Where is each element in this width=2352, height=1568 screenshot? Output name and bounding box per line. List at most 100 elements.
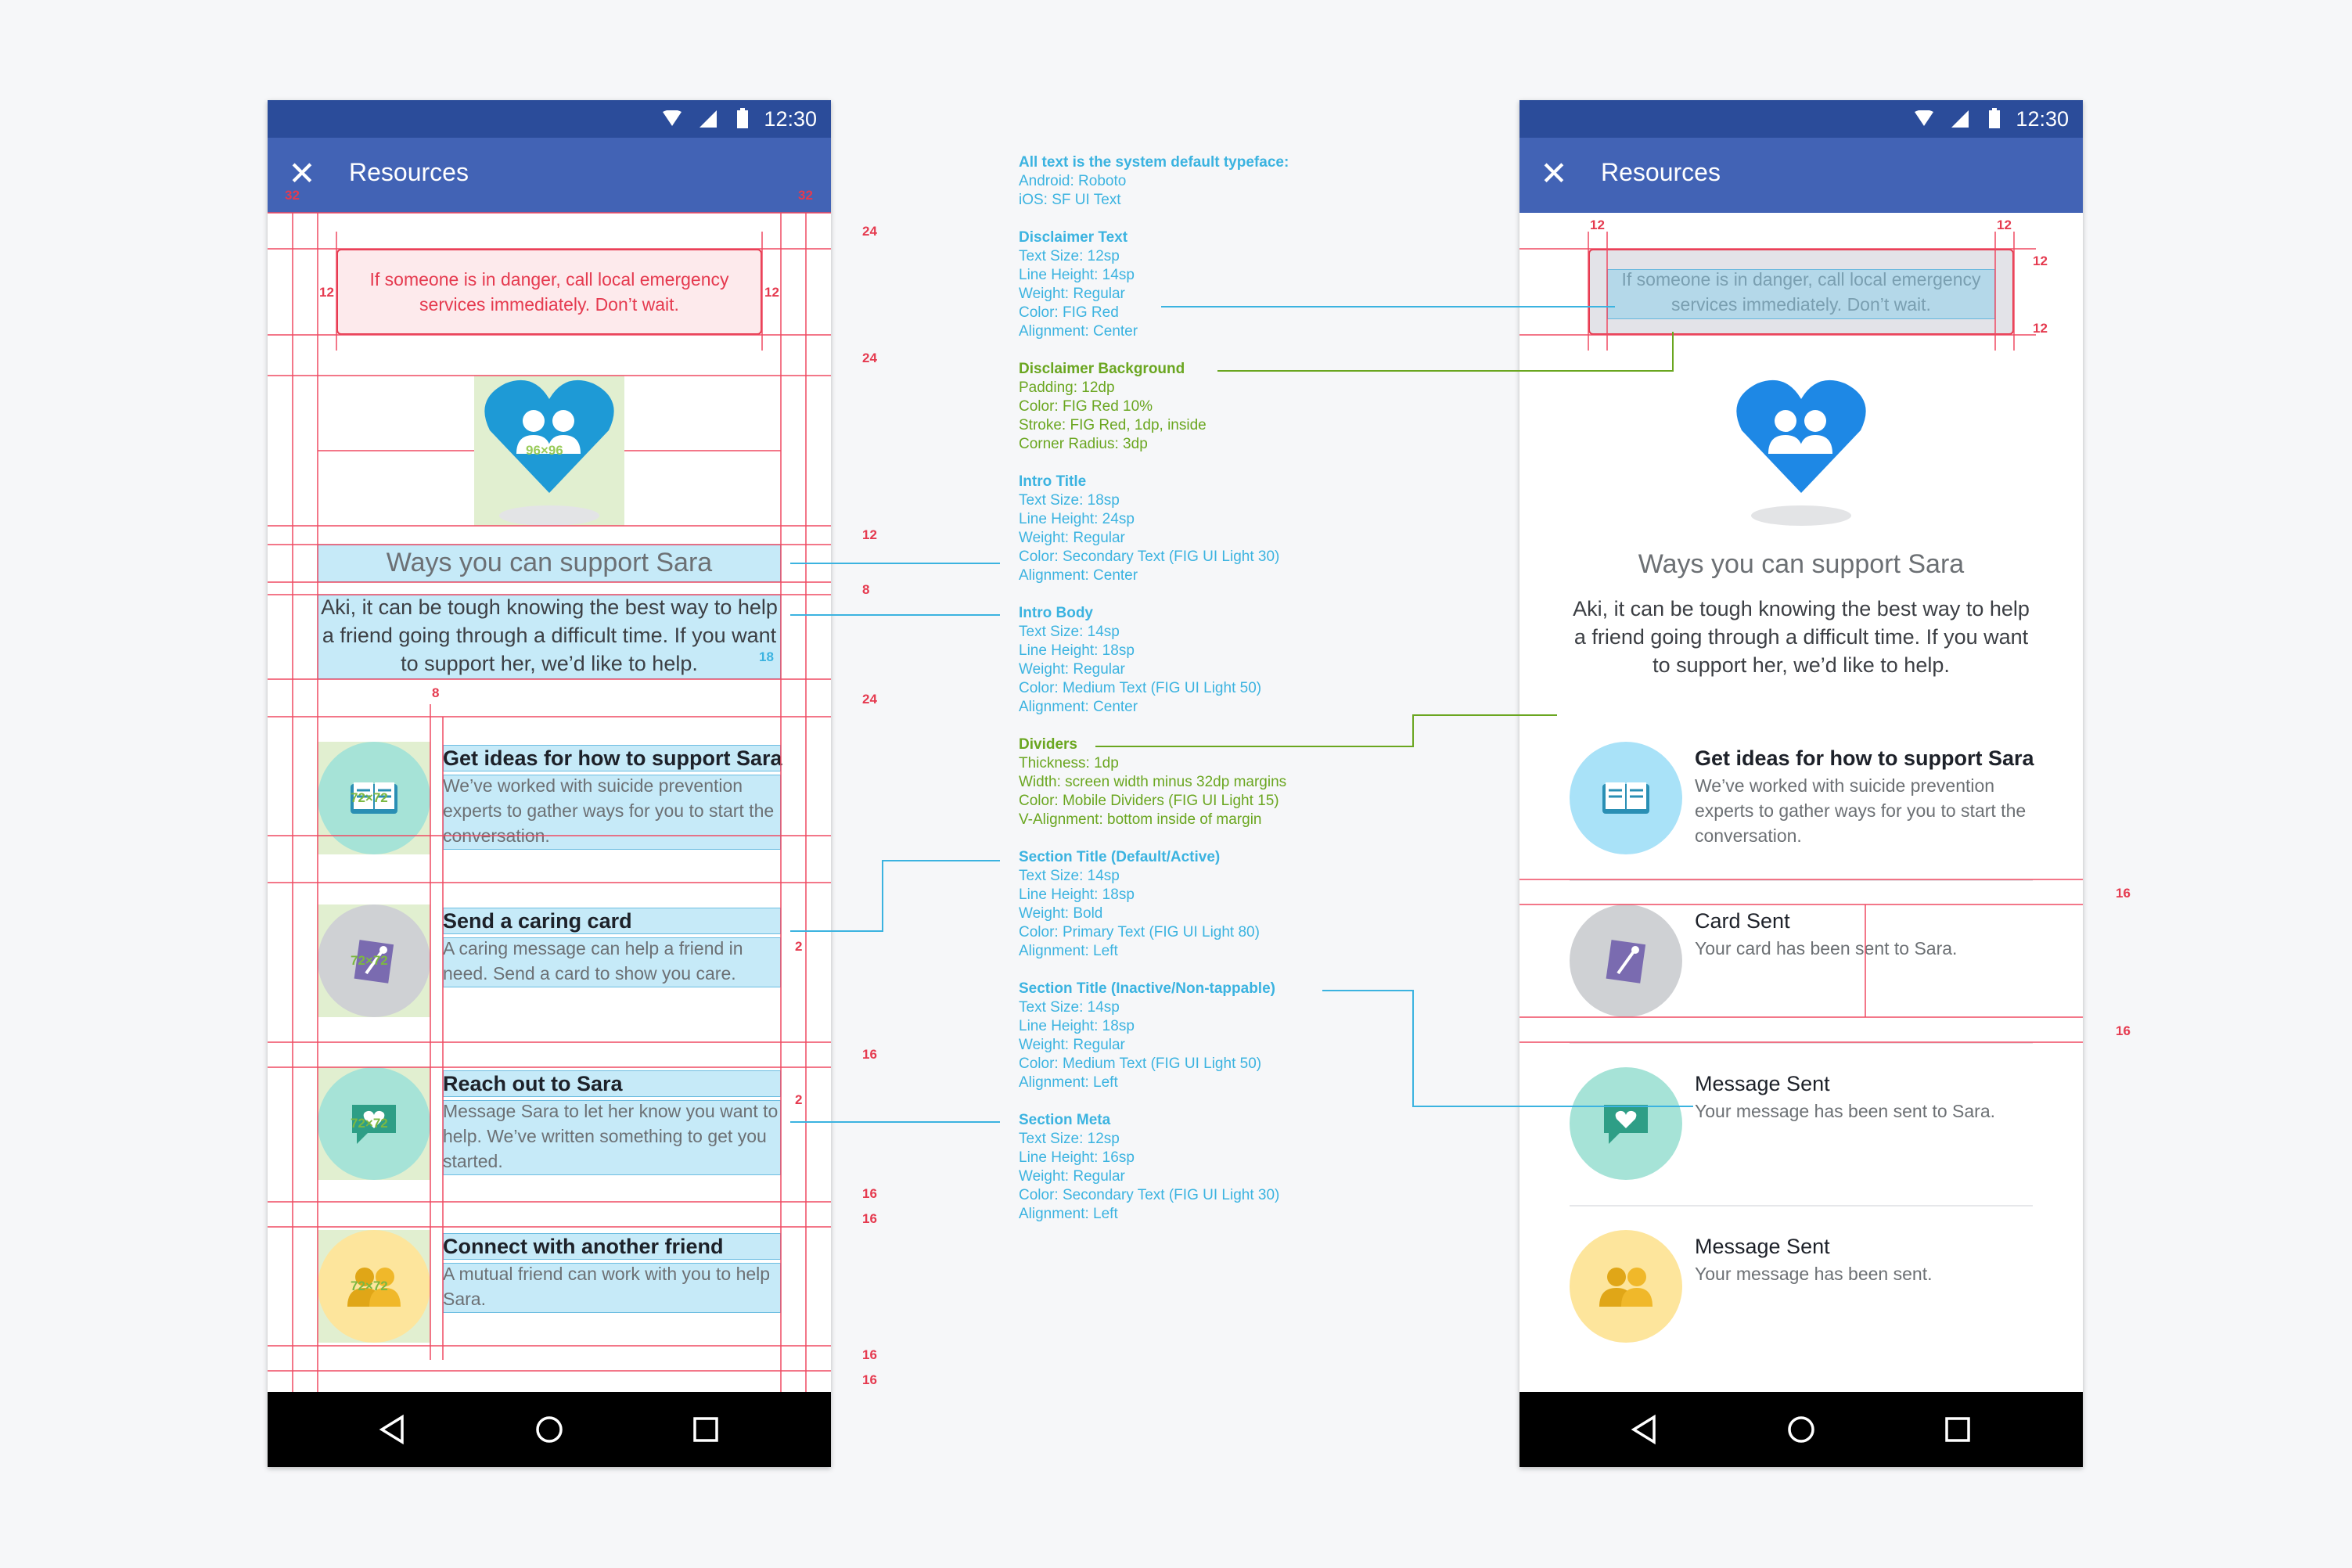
spec-title: Dividers bbox=[1019, 736, 1077, 753]
spec-title: Section Title (Default/Active) bbox=[1019, 849, 1221, 865]
spec-line: Color: Secondary Text (FIG UI Light 30) bbox=[1019, 1187, 1280, 1203]
wifi-icon bbox=[1915, 110, 1933, 126]
spacing-label: 12 bbox=[2033, 321, 2048, 336]
spec-line: Weight: Regular bbox=[1019, 530, 1125, 546]
spec-line: Text Size: 14sp bbox=[1019, 999, 1120, 1016]
spec-annotation: Section Title (Default/Active) Text Size:… bbox=[1019, 848, 1347, 961]
section-meta: Your message has been sent. bbox=[1695, 1264, 1933, 1284]
heart-people-icon bbox=[1736, 379, 1866, 493]
section-meta: Message Sara to let her know you want to… bbox=[443, 1101, 779, 1171]
spec-title: All text is the system default typeface: bbox=[1019, 154, 1289, 171]
battery-icon bbox=[1989, 108, 2000, 128]
close-icon[interactable]: ✕ bbox=[288, 155, 316, 192]
back-icon[interactable] bbox=[1629, 1414, 1660, 1445]
spec-line: Alignment: Left bbox=[1019, 1206, 1118, 1222]
intro-title: Ways you can support Sara bbox=[386, 548, 713, 577]
book-icon bbox=[1570, 742, 1682, 854]
spec-line: Color: Secondary Text (FIG UI Light 30) bbox=[1019, 548, 1280, 565]
spacing-label: 12 bbox=[2033, 254, 2048, 268]
card-icon bbox=[1570, 904, 1682, 1017]
recents-icon[interactable] bbox=[690, 1414, 721, 1445]
section-meta: We’ve worked with suicide prevention exp… bbox=[443, 775, 775, 846]
spec-line: Weight: Regular bbox=[1019, 661, 1125, 678]
spec-annotation: All text is the system default typeface:… bbox=[1019, 153, 1347, 210]
battery-icon bbox=[737, 108, 748, 128]
section-title: Send a caring card bbox=[443, 909, 632, 933]
people-icon bbox=[1570, 1230, 1682, 1343]
spec-line: V-Alignment: bottom inside of margin bbox=[1019, 811, 1262, 828]
spacing-label: 12 bbox=[862, 527, 877, 542]
icon-size-label: 72×72 bbox=[351, 953, 388, 968]
section-title-highlight bbox=[443, 745, 781, 771]
section-title: Connect with another friend bbox=[443, 1235, 724, 1258]
spacing-label: 16 bbox=[862, 1211, 877, 1226]
home-icon[interactable] bbox=[1786, 1414, 1817, 1445]
spec-line: Alignment: Center bbox=[1019, 323, 1138, 340]
line-height-label: 18 bbox=[759, 649, 774, 664]
spec-line: Width: screen width minus 32dp margins bbox=[1019, 774, 1287, 790]
section-title: Card Sent bbox=[1695, 909, 1790, 933]
section-meta: Your card has been sent to Sara. bbox=[1695, 938, 1958, 958]
status-time: 12:30 bbox=[764, 107, 817, 131]
app-bar: ✕ Resources bbox=[1519, 138, 2083, 213]
spec-line: Line Height: 18sp bbox=[1019, 642, 1135, 659]
padding-label: 12 bbox=[764, 285, 779, 300]
recents-icon[interactable] bbox=[1942, 1414, 1973, 1445]
back-icon[interactable] bbox=[377, 1414, 408, 1445]
disclaimer-text-highlight bbox=[1607, 269, 1995, 319]
spec-line: Weight: Bold bbox=[1019, 905, 1103, 922]
spec-title: Section Meta bbox=[1019, 1112, 1111, 1128]
section-title-highlight bbox=[443, 1233, 781, 1260]
section-meta: Your message has been sent to Sara. bbox=[1695, 1101, 1996, 1121]
divider bbox=[1570, 1042, 2033, 1044]
spacing-label: 24 bbox=[862, 351, 877, 365]
intro-title-highlight bbox=[318, 545, 781, 582]
signal-icon bbox=[1951, 110, 1969, 128]
book-circle bbox=[1570, 742, 1682, 854]
section-meta-highlight bbox=[443, 1100, 781, 1175]
spec-title: Intro Body bbox=[1019, 605, 1093, 621]
divider bbox=[1570, 879, 2033, 881]
signal-icon bbox=[699, 110, 717, 128]
spec-line: Color: FIG Red bbox=[1019, 304, 1119, 321]
spec-line: Alignment: Left bbox=[1019, 1074, 1118, 1091]
spec-line: Corner Radius: 3dp bbox=[1019, 436, 1148, 452]
spec-line: Android: Roboto bbox=[1019, 173, 1127, 189]
section-title: Message Sent bbox=[1695, 1235, 1830, 1258]
spec-title: Disclaimer Text bbox=[1019, 229, 1128, 246]
margin-label: 32 bbox=[285, 188, 300, 203]
spacing-label: 16 bbox=[862, 1372, 877, 1387]
section-meta: A caring message can help a friend in ne… bbox=[443, 938, 743, 984]
section-title: Get ideas for how to support Sara bbox=[443, 746, 782, 770]
card-circle bbox=[1570, 904, 1682, 1017]
close-icon[interactable]: ✕ bbox=[1540, 155, 1568, 192]
spec-line: Alignment: Center bbox=[1019, 567, 1138, 584]
spec-line: Alignment: Left bbox=[1019, 943, 1118, 959]
intro-title: Ways you can support Sara bbox=[1638, 549, 1965, 579]
padding-label: 12 bbox=[1590, 218, 1605, 232]
spec-line: Weight: Regular bbox=[1019, 286, 1125, 302]
spec-line: Weight: Regular bbox=[1019, 1168, 1125, 1185]
home-icon[interactable] bbox=[534, 1414, 565, 1445]
spec-line: Weight: Regular bbox=[1019, 1037, 1125, 1053]
icon-size-label: 72×72 bbox=[351, 790, 388, 805]
spacing-label: 24 bbox=[862, 692, 877, 707]
chat-heart-icon bbox=[1570, 1067, 1682, 1180]
spec-line: Alignment: Center bbox=[1019, 699, 1138, 715]
spacing-label: 2 bbox=[795, 939, 803, 954]
spec-line: Line Height: 24sp bbox=[1019, 511, 1135, 527]
spec-line: Text Size: 12sp bbox=[1019, 1131, 1120, 1147]
divider bbox=[1570, 1205, 2033, 1207]
status-time: 12:30 bbox=[2016, 107, 2069, 131]
spec-line: Color: Medium Text (FIG UI Light 50) bbox=[1019, 1056, 1262, 1072]
people-icon bbox=[318, 1230, 430, 1343]
spec-line: Text Size: 14sp bbox=[1019, 868, 1120, 884]
heart-people-icon bbox=[484, 379, 614, 493]
book-icon bbox=[318, 742, 430, 854]
section-title: Get ideas for how to support Sara bbox=[1695, 746, 2034, 770]
status-bar: 12:30 bbox=[268, 100, 831, 138]
spec-title: Disclaimer Background bbox=[1019, 361, 1185, 377]
chat-heart-circle bbox=[318, 1067, 430, 1180]
